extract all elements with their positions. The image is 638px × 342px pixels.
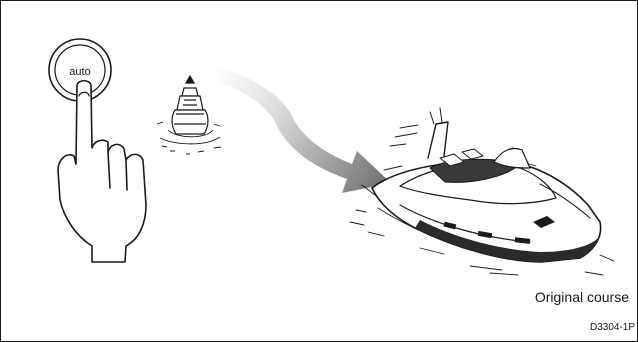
buoy-icon (157, 76, 221, 154)
button-label: auto (69, 66, 90, 78)
figure-code: D3304-1P (590, 322, 635, 333)
course-change-arrow-icon (214, 65, 391, 193)
motor-boat-icon (350, 108, 614, 275)
caption-text: Original course (535, 289, 629, 305)
hand-icon (58, 81, 146, 262)
